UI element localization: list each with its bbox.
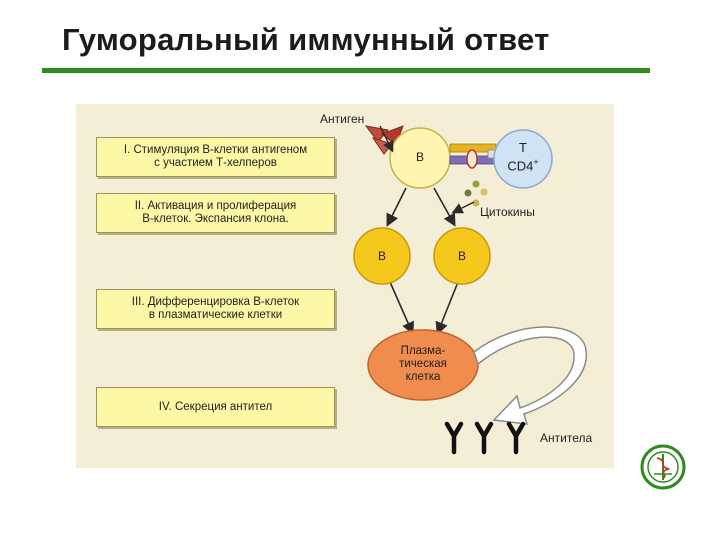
cytokines-label: Цитокины bbox=[480, 205, 535, 219]
arrow-cytokines bbox=[451, 201, 475, 214]
slide-title: Гуморальный иммунный ответ bbox=[62, 22, 550, 57]
stage-1-line2: с участием Т-хелперов bbox=[154, 157, 277, 169]
stage-3-box: III. Дифференцировка В-клеток в плазмати… bbox=[96, 289, 335, 329]
t-cell-label: Т CD4+ bbox=[503, 140, 543, 173]
stage-3-line2: в плазматические клетки bbox=[148, 309, 283, 321]
medical-emblem-icon bbox=[640, 444, 686, 490]
stage-3-line1: III. Дифференцировка В-клеток bbox=[131, 296, 300, 308]
plasma-cell bbox=[367, 329, 479, 401]
b-clone-right-label: В bbox=[457, 249, 466, 263]
t-cell-sup: + bbox=[533, 157, 539, 167]
plasma-line1: Плазма- bbox=[400, 345, 446, 357]
title-underline bbox=[42, 68, 650, 73]
arrow-b-to-right-clone bbox=[433, 187, 456, 227]
stage-2-line1: II. Активация и пролиферация bbox=[134, 200, 297, 212]
arrow-left-clone-to-plasma bbox=[389, 281, 414, 335]
arrow-b-to-left-clone bbox=[386, 187, 407, 227]
t-cell-label-line2: CD4+ bbox=[507, 157, 539, 174]
stage-1-line1: I. Стимуляция В-клетки антигеном bbox=[123, 144, 308, 156]
stage-2-line2: В-клеток. Экспансия клона. bbox=[142, 213, 289, 225]
antigen-label: Антиген bbox=[320, 112, 365, 126]
stage-2-box: II. Активация и пролиферация В-клеток. Э… bbox=[96, 193, 335, 233]
b-clone-left-label: В bbox=[377, 249, 386, 263]
b-cell-initial-label: В bbox=[415, 150, 424, 164]
t-cell bbox=[493, 129, 553, 189]
plasma-line2: тическая bbox=[399, 358, 447, 370]
stage-4-line1: IV. Секреция антител bbox=[158, 400, 273, 413]
antibodies-label: Антитела bbox=[540, 431, 593, 445]
b-cell-clone-left bbox=[353, 227, 411, 285]
arrow-right-clone-to-plasma bbox=[435, 281, 459, 335]
antibody-molecules bbox=[444, 421, 526, 455]
b-cell-clone-right bbox=[433, 227, 491, 285]
stage-4-box: IV. Секреция антител bbox=[96, 387, 335, 427]
cytokine-dots bbox=[464, 180, 488, 207]
arrow-antigen-to-b bbox=[379, 125, 394, 153]
t-cell-label-line1: Т bbox=[519, 140, 527, 155]
plasma-cell-label: Плазма- тическая клетка bbox=[383, 345, 463, 384]
stage-1-box: I. Стимуляция В-клетки антигеном с участ… bbox=[96, 137, 335, 177]
secretion-arrow bbox=[473, 326, 587, 425]
plasma-line3: клетка bbox=[405, 371, 441, 383]
